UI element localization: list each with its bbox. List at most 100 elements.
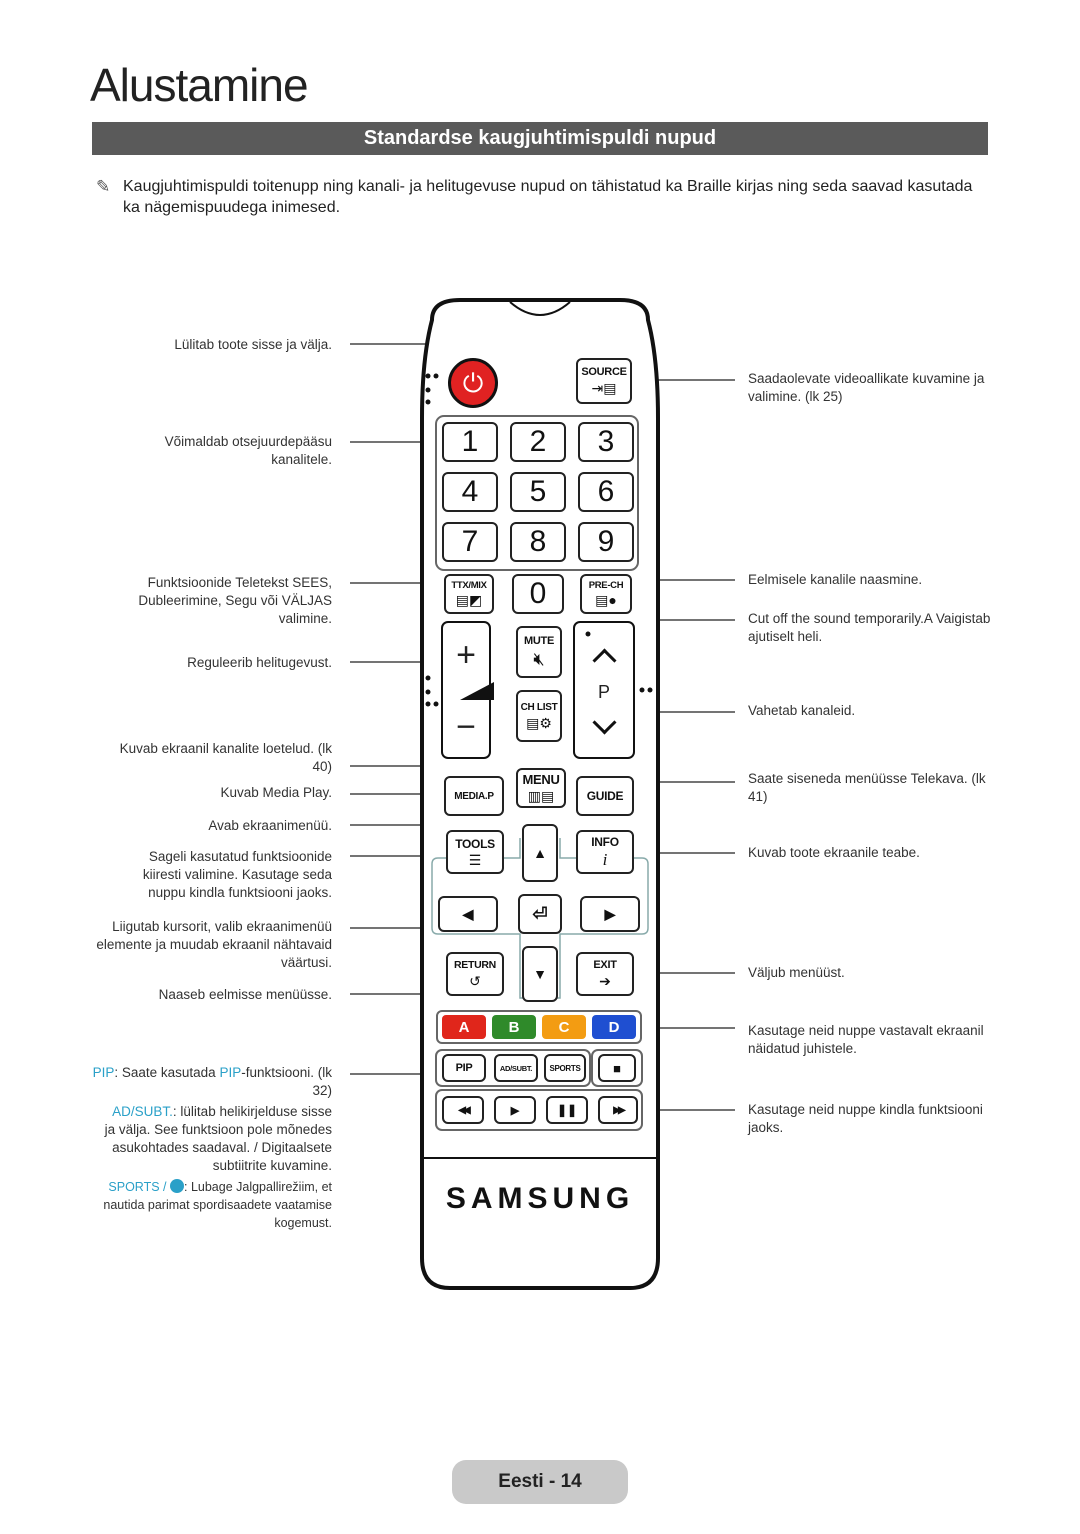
exit-icon: ➔: [599, 973, 611, 989]
enter-icon: ⏎: [532, 903, 548, 924]
pip-button[interactable]: PIP: [442, 1054, 486, 1082]
number-1-button[interactable]: 1: [442, 422, 498, 462]
label-adsubt: AD/SUBT.: lülitab helikirjelduse sisse j…: [100, 1103, 332, 1175]
channel-p-label: P: [597, 682, 610, 702]
label-volume: Reguleerib helitugevust.: [187, 655, 332, 670]
fast-forward-icon: ▶▶: [613, 1104, 626, 1116]
number-2-button[interactable]: 2: [510, 422, 566, 462]
sports-key: SPORTS /: [108, 1180, 167, 1194]
nav-up-button[interactable]: ▲: [522, 824, 558, 882]
label-sports: SPORTS / : Lubage Jalgpallirežiim, et na…: [100, 1178, 332, 1232]
pip-label: PIP: [455, 1062, 473, 1074]
guide-button[interactable]: GUIDE: [576, 776, 634, 816]
adsubt-key: AD/SUBT.: [112, 1104, 173, 1119]
return-button[interactable]: RETURN ↺: [446, 952, 504, 996]
page-footer: Eesti - 14: [452, 1460, 628, 1504]
pre-ch-button[interactable]: PRE-CH ▤●: [580, 574, 632, 614]
rewind-button[interactable]: ◀◀: [442, 1096, 484, 1124]
volume-up-button[interactable]: +: [446, 635, 486, 674]
stop-button[interactable]: ■: [598, 1054, 636, 1082]
sports-text: : Lubage Jalgpallirežiim, et nautida par…: [103, 1180, 332, 1230]
arrow-right-icon: ▶: [604, 905, 616, 922]
menu-icon: ▥▤: [527, 788, 555, 804]
prech-label: PRE-CH: [588, 579, 624, 591]
mute-speaker-icon: 🔇︎: [533, 649, 545, 669]
color-button-b[interactable]: B: [492, 1015, 536, 1039]
tools-button[interactable]: TOOLS ☰: [446, 830, 504, 874]
pause-button[interactable]: ❚❚: [546, 1096, 588, 1124]
enter-button[interactable]: ⏎: [518, 894, 562, 934]
nav-left-button[interactable]: ◀: [438, 896, 498, 932]
source-label: SOURCE: [581, 366, 627, 378]
color-button-d[interactable]: D: [592, 1015, 636, 1039]
source-icon: ⇥▤: [591, 380, 617, 396]
info-label: INFO: [591, 835, 619, 849]
power-icon: ⏻: [462, 368, 484, 398]
number-8-button[interactable]: 8: [510, 522, 566, 562]
ch-list-button[interactable]: CH LIST ▤⚙: [516, 690, 562, 742]
label-menu: Avab ekraanimenüü.: [208, 818, 332, 833]
label-mute: Cut off the sound temporarily.A Vaigista…: [748, 611, 991, 644]
arrow-up-icon: ▲: [533, 845, 547, 861]
label-colors: Kasutage neid nuppe vastavalt ekraanil n…: [748, 1023, 984, 1056]
nav-down-button[interactable]: ▼: [522, 946, 558, 1002]
section-header: Standardse kaugjuhtimispuldi nupud: [92, 122, 988, 155]
label-return: Naaseb eelmisse menüüsse.: [158, 987, 332, 1002]
source-button[interactable]: SOURCE ⇥▤: [576, 358, 632, 404]
label-nav: Liigutab kursorit, valib ekraanimenüü el…: [96, 919, 332, 970]
channel-up-button[interactable]: [586, 644, 622, 673]
number-5-button[interactable]: 5: [510, 472, 566, 512]
rewind-icon: ◀◀: [458, 1104, 471, 1116]
number-0-button[interactable]: 0: [512, 574, 564, 614]
previous-channel-icon: ▤●: [595, 592, 617, 609]
fast-forward-button[interactable]: ▶▶: [598, 1096, 638, 1124]
label-pip: PIP: Saate kasutada PIP-funktsiooni. (lk…: [92, 1064, 332, 1100]
return-icon: ↺: [469, 972, 481, 989]
exit-label: EXIT: [593, 959, 617, 971]
number-4-button[interactable]: 4: [442, 472, 498, 512]
tools-icon: ☰: [468, 851, 482, 868]
sports-button[interactable]: SPORTS: [544, 1054, 586, 1082]
pip-text-b: -funktsiooni. (lk 32): [241, 1065, 332, 1098]
pencil-note-icon: ✎: [96, 177, 111, 196]
number-3-button[interactable]: 3: [578, 422, 634, 462]
plus-icon: +: [456, 635, 476, 674]
ttx-mix-button[interactable]: TTX/MIX ▤◩: [444, 574, 494, 614]
info-button[interactable]: INFO i: [576, 830, 634, 874]
power-button[interactable]: ⏻: [448, 358, 498, 408]
note-text: Kaugjuhtimispuldi toitenupp ning kanali-…: [123, 178, 973, 216]
tools-label: TOOLS: [455, 836, 495, 851]
ad-subt-button[interactable]: AD/SUBT.: [494, 1054, 538, 1082]
adsubt-label: AD/SUBT.: [499, 1063, 533, 1073]
color-button-c[interactable]: C: [542, 1015, 586, 1039]
sports-label: SPORTS: [549, 1063, 581, 1073]
adsubt-text: : lülitab helikirjelduse sisse ja välja.…: [104, 1104, 332, 1173]
mute-button[interactable]: MUTE 🔇︎: [516, 626, 562, 678]
number-6-button[interactable]: 6: [578, 472, 634, 512]
label-mediap: Kuvab Media Play.: [220, 785, 332, 800]
football-icon: [170, 1179, 184, 1193]
guide-label: GUIDE: [586, 789, 624, 803]
pause-icon: ❚❚: [556, 1103, 578, 1117]
label-numbers: Võimaldab otsejuurdepääsu kanalitele.: [164, 434, 332, 467]
color-button-a[interactable]: A: [442, 1015, 486, 1039]
menu-button[interactable]: MENU ▥▤: [516, 768, 566, 808]
label-tools: Sageli kasutatud funktsioonide kiiresti …: [142, 849, 332, 900]
page-title: Alustamine: [90, 59, 309, 111]
media-p-button[interactable]: MEDIA.P: [444, 776, 504, 816]
volume-down-button[interactable]: −: [446, 708, 486, 746]
label-exit: Väljub menüüst.: [748, 965, 845, 980]
number-9-button[interactable]: 9: [578, 522, 634, 562]
color-button-group: [436, 1010, 642, 1044]
mediap-label: MEDIA.P: [454, 790, 494, 802]
play-button[interactable]: ▶: [494, 1096, 536, 1124]
channel-down-button[interactable]: [586, 709, 622, 738]
nav-right-button[interactable]: ▶: [580, 896, 640, 932]
chevron-down-icon: [591, 709, 617, 735]
exit-button[interactable]: EXIT ➔: [576, 952, 634, 996]
label-source: Saadaolevate videoallikate kuvamine ja v…: [748, 371, 985, 404]
label-ttx: Funktsioonide Teletekst SEES, Dubleerimi…: [138, 575, 332, 626]
label-power: Lülitab toote sisse ja välja.: [174, 337, 332, 352]
number-7-button[interactable]: 7: [442, 522, 498, 562]
volume-level-icon: [460, 682, 494, 700]
